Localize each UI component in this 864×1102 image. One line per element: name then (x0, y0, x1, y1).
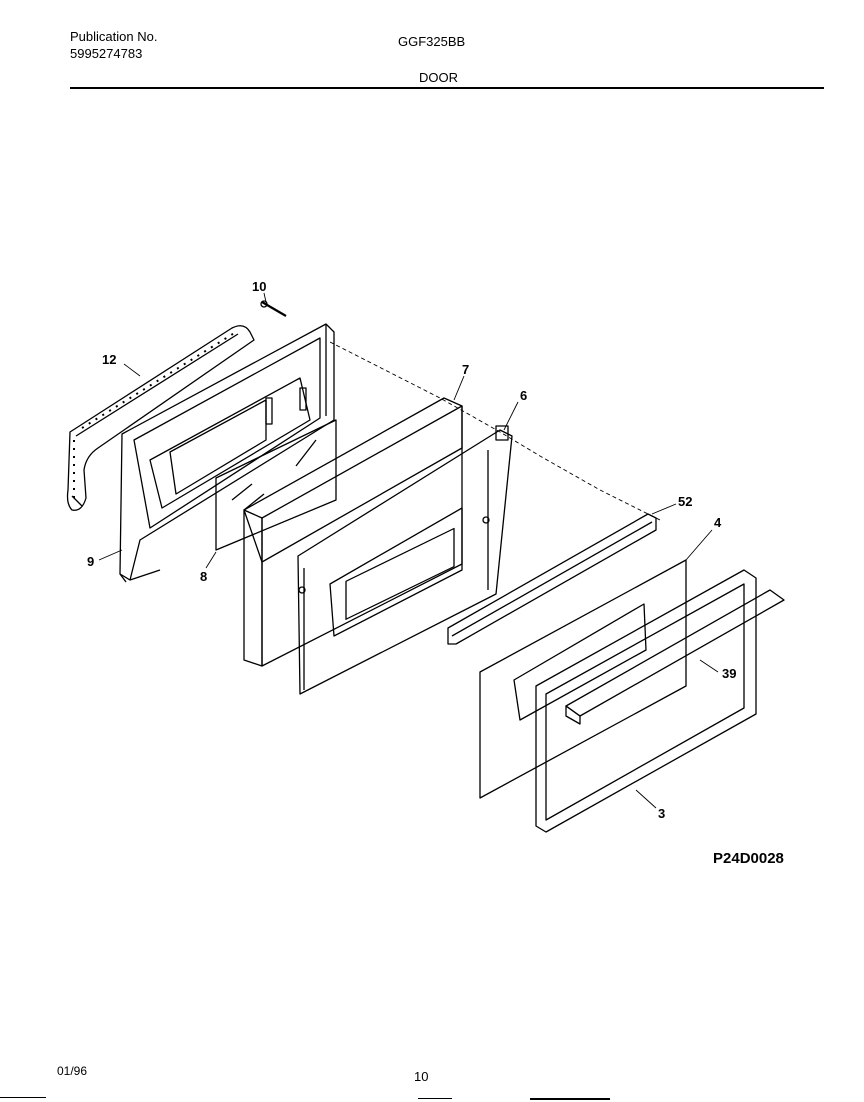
outer-door-frame (535, 569, 757, 833)
callout-8: 8 (200, 569, 207, 584)
footer-divider-right (530, 1098, 610, 1100)
inner-glass-pane (215, 419, 337, 551)
publication-label: Publication No. (70, 29, 158, 44)
callout-52: 52 (678, 494, 692, 509)
publication-number: 5995274783 (70, 46, 143, 61)
header-divider (70, 87, 824, 89)
assembly-guide-line (329, 341, 661, 521)
callout-9: 9 (87, 554, 94, 569)
callout-12: 12 (102, 352, 116, 367)
door-channel-strip (447, 513, 657, 645)
door-gasket (66, 325, 255, 511)
door-inner-panel (297, 425, 513, 695)
outer-glass-panel (479, 559, 687, 799)
page-number: 10 (414, 1069, 429, 1084)
callout-4: 4 (714, 515, 722, 530)
door-handle (565, 589, 785, 725)
footer-divider-middle (418, 1098, 452, 1099)
screw-part (260, 300, 287, 317)
model-number: GGF325BB (398, 34, 466, 49)
revision-date: 01/96 (57, 1064, 88, 1078)
callout-6: 6 (520, 388, 527, 403)
section-title: DOOR (419, 70, 458, 85)
callout-3: 3 (658, 806, 665, 821)
callout-7: 7 (462, 362, 469, 377)
callout-leaders (98, 292, 719, 809)
footer-divider-left (0, 1097, 46, 1098)
callout-39: 39 (722, 666, 736, 681)
inner-door-liner (119, 323, 335, 583)
callout-10: 10 (252, 279, 266, 294)
diagram-code: P24D0028 (713, 850, 784, 867)
